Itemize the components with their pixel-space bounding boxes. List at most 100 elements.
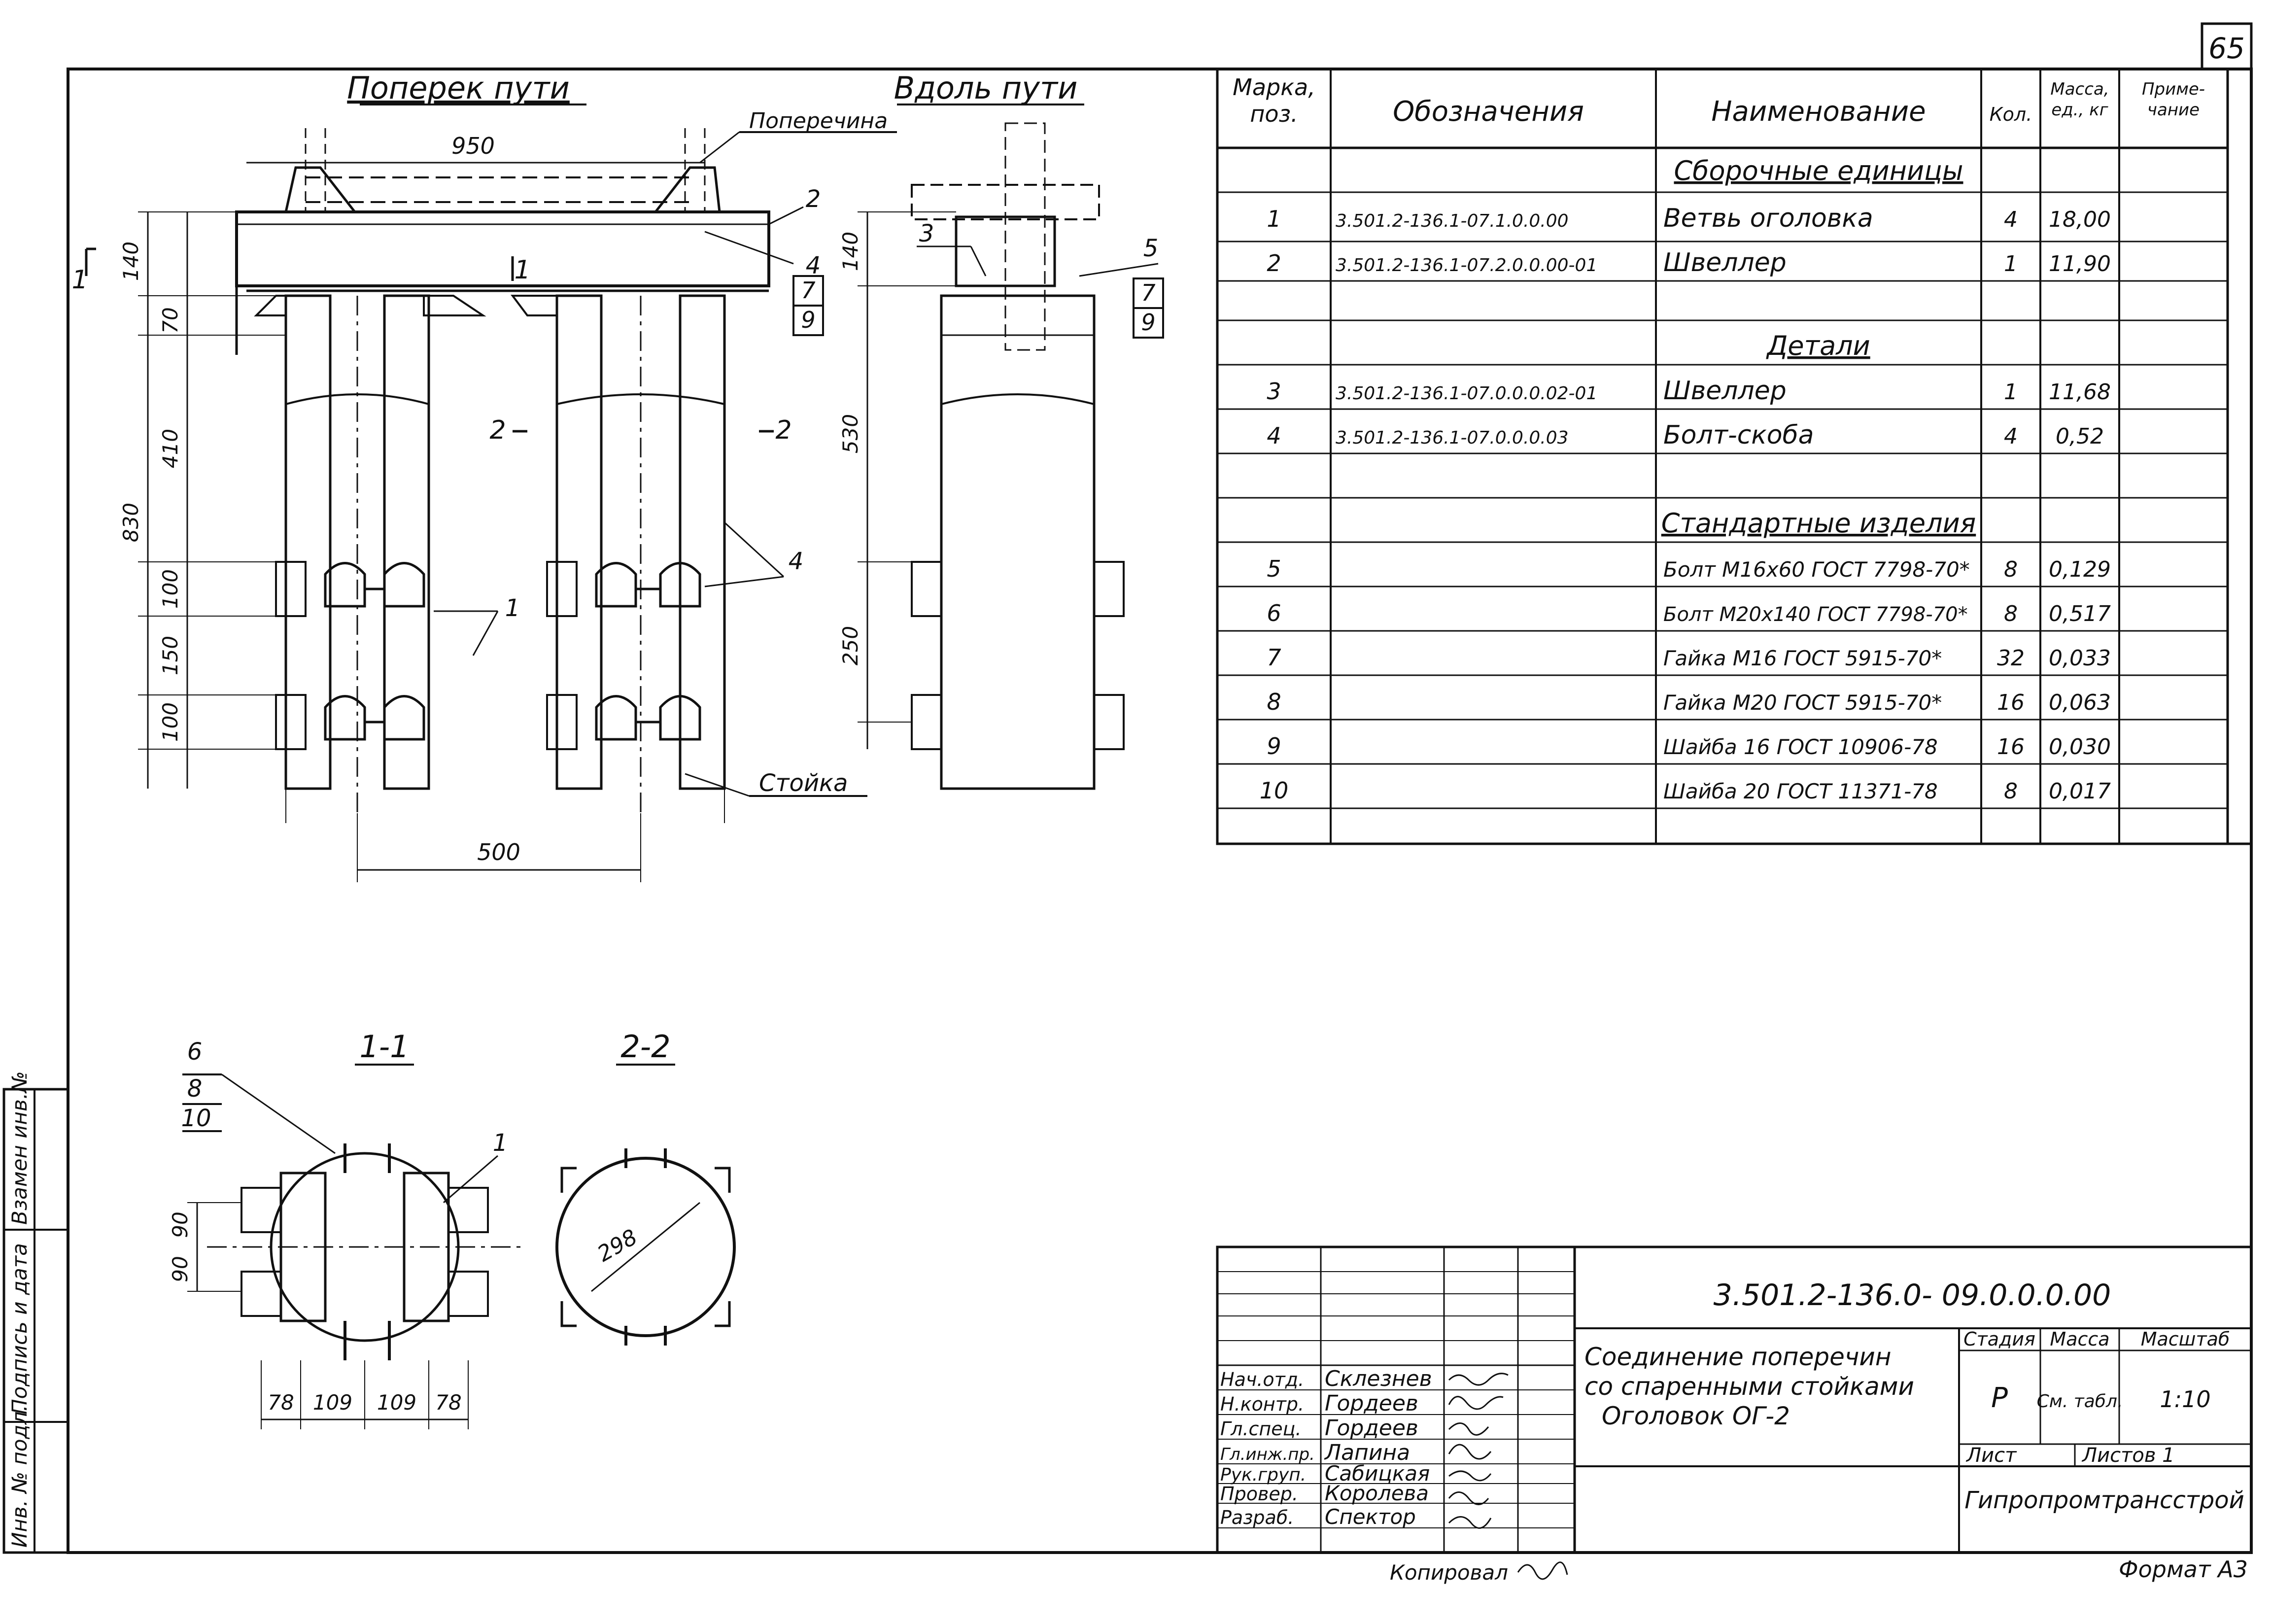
header-mass: Масса, ед., кг (2050, 79, 2109, 120)
dim-70: 70 (158, 307, 182, 333)
view-cross-track: Поперек пути Поперечина 950 (71, 70, 897, 882)
pos-mark-9-side: 9 (1141, 309, 1155, 336)
sheet-label: Лист (1965, 1444, 2017, 1467)
table-cell: 1 (2004, 380, 2018, 405)
role-6: Разраб. (1220, 1507, 1294, 1528)
pos-mark-7-top: 7 (801, 277, 815, 304)
pos-mark-1: 1 (505, 594, 520, 622)
table-cell: 7 (1267, 644, 1281, 671)
person-4: Сабицкая (1325, 1461, 1430, 1486)
pos-mark-6: 6 (187, 1038, 203, 1066)
pos-mark-4-top: 4 (806, 252, 821, 279)
role-2: Гл.спец. (1220, 1418, 1302, 1440)
dim-78b: 78 (435, 1390, 461, 1415)
section-cut-2-right: 2 (775, 415, 791, 445)
title-line-1: Соединение поперечин (1584, 1343, 1892, 1371)
table-cell: 6 (1267, 600, 1281, 626)
table-cell: 3.501.2-136.1-07.0.0.0.02-01 (1336, 383, 1597, 404)
dim-140a: 140 (119, 242, 143, 281)
table-cell: 3.501.2-136.1-07.0.0.0.03 (1336, 428, 1569, 448)
role-3: Гл.инж.пр. (1220, 1445, 1315, 1464)
pos-mark-4-mid: 4 (789, 548, 804, 575)
table-cell: 9 (1267, 733, 1281, 760)
title-block: Нач.отд. Склезнев Н.контр. Гордеев Гл.сп… (1216, 1245, 2253, 1554)
table-cell: Болт-скоба (1663, 420, 1814, 450)
table-row: 2 3.501.2-136.1-07.2.0.0.00-01 Швеллер 1… (1267, 248, 2111, 277)
dim-950: 950 (451, 133, 495, 159)
view-title-section-2: 2-2 (620, 1029, 670, 1065)
header-name: Наименование (1711, 96, 1926, 128)
document-code: 3.501.2-136.0- 09.0.0.0.00 (1714, 1278, 2111, 1313)
table-cell: 2 (1267, 250, 1281, 276)
section-cut-2-left: 2 (489, 415, 506, 445)
title-line-3: Оголовок ОГ-2 (1602, 1402, 1790, 1430)
format-label: Формат А3 (2119, 1556, 2248, 1583)
table-cell: 3 (1267, 378, 1281, 405)
table-cell: 8 (2004, 779, 2018, 804)
callout-crossbar: Поперечина (749, 108, 888, 134)
table-cell: Болт М16х60 ГОСТ 7798-70* (1663, 557, 1970, 582)
table-cell: Болт М20х140 ГОСТ 7798-70* (1663, 603, 1968, 626)
dim-90a: 90 (168, 1211, 192, 1238)
table-cell: Швеллер (1663, 376, 1787, 406)
dim-298: 298 (593, 1224, 642, 1267)
table-row: 3 3.501.2-136.1-07.0.0.0.02-01 Швеллер 1… (1267, 376, 2111, 406)
table-row: 10 Шайба 20 ГОСТ 11371-78 8 0,017 (1260, 777, 2111, 804)
pos-mark-10: 10 (181, 1105, 211, 1132)
table-row: 7 Гайка М16 ГОСТ 5915-70* 32 0,033 (1267, 644, 2111, 671)
left-binding-strip: Инв. № подл. Подпись и дата Взамен инв.№ (2, 1071, 69, 1554)
section-details: Детали (1766, 330, 1870, 361)
table-row: 8 Гайка М20 ГОСТ 5915-70* 16 0,063 (1267, 689, 2111, 715)
spec-table: Марка, поз. Обозначения Наименование Кол… (1216, 68, 2229, 845)
header-mark: Марка, поз. (1233, 74, 1315, 127)
table-cell: 16 (1997, 690, 2025, 715)
person-6: Спектор (1325, 1505, 1416, 1529)
dim-100b: 100 (158, 702, 182, 742)
pos-mark-1-section: 1 (493, 1129, 508, 1157)
table-cell: 0,129 (2049, 557, 2111, 582)
pos-mark-8: 8 (187, 1075, 203, 1103)
table-cell: 8 (2004, 601, 2018, 626)
person-2: Гордеев (1325, 1416, 1418, 1441)
pos-mark-9-top: 9 (801, 307, 815, 333)
section-2-2: 2-2 298 (555, 1029, 736, 1346)
header-qty: Кол. (1990, 104, 2032, 125)
section-standard: Стандартные изделия (1661, 508, 1976, 539)
signature-scribbles (1448, 1373, 1509, 1529)
dim-109a: 109 (313, 1390, 352, 1415)
person-3: Лапина (1324, 1440, 1410, 1465)
view-title-section-1: 1-1 (359, 1029, 409, 1065)
strip-replace-inv: Взамен инв.№ (7, 1071, 32, 1225)
table-cell: Шайба 16 ГОСТ 10906-78 (1663, 735, 1938, 759)
pos-mark-3: 3 (919, 220, 934, 247)
table-cell: 4 (1267, 422, 1281, 449)
table-cell: Гайка М20 ГОСТ 5915-70* (1663, 691, 1942, 715)
section-cut-1-mid: 1 (514, 255, 530, 285)
dim-410: 410 (158, 429, 182, 468)
dim-78a: 78 (268, 1390, 294, 1415)
view-title-cross-track: Поперек пути (347, 70, 570, 106)
pos-mark-5: 5 (1143, 235, 1159, 262)
role-0: Нач.отд. (1220, 1369, 1304, 1390)
table-cell: 8 (2004, 557, 2018, 582)
callout-post: Стойка (759, 769, 848, 797)
table-row: 9 Шайба 16 ГОСТ 10906-78 16 0,030 (1267, 733, 2111, 760)
table-cell: 0,517 (2049, 601, 2111, 626)
sheets-label: Листов 1 (2081, 1444, 2175, 1467)
table-cell: Швеллер (1663, 248, 1787, 277)
person-5: Королева (1325, 1481, 1429, 1505)
sheet-number-box: 65 (2201, 22, 2253, 70)
copied-label: Копировал (1390, 1560, 1508, 1585)
table-cell: 0,033 (2049, 646, 2111, 671)
table-cell: 0,017 (2049, 779, 2111, 804)
scale-value: 1:10 (2160, 1386, 2210, 1413)
clamp-row-upper (275, 561, 701, 617)
table-row: 1 3.501.2-136.1-07.1.0.0.00 Ветвь оголов… (1267, 204, 2111, 233)
view-along-track: Вдоль пути 140 530 250 3 5 7 9 (838, 70, 1164, 790)
dim-250: 250 (838, 626, 862, 665)
pos-mark-7-side: 7 (1141, 279, 1155, 306)
table-cell: 5 (1267, 555, 1281, 582)
dim-500: 500 (477, 839, 520, 865)
pos-mark-2: 2 (806, 185, 821, 213)
strip-inv-no: Инв. № подл. (7, 1405, 32, 1548)
